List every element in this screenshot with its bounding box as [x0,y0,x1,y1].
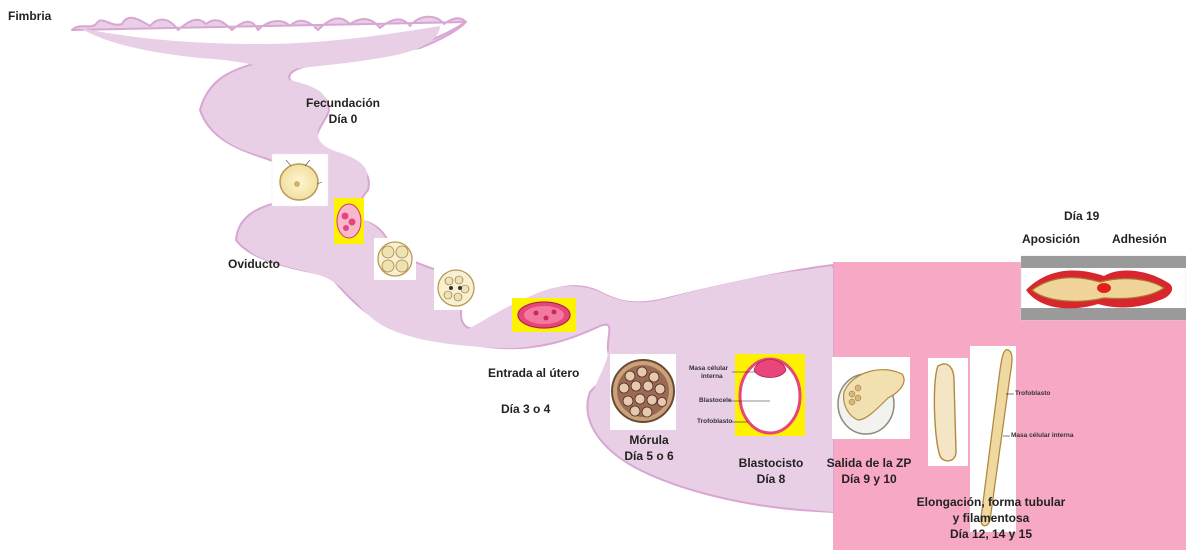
fecundacion-text: Fecundación [298,95,388,111]
apposition-adhesion-image [1021,256,1186,320]
salida-zp-text: Salida de la ZP [822,455,916,471]
blastocisto-label: Blastocisto Día 8 [734,455,808,487]
dia-9-10-text: Día 9 y 10 [822,471,916,487]
elong-masa-label: Masa célular interna [1011,432,1074,439]
oviducto-label: Oviducto [228,256,280,272]
compact-morula-image [512,298,576,332]
dia-19-label: Día 19 [1064,208,1099,224]
trofoblasto-label: Trofoblasto [697,418,732,425]
masa-celular-label-2: interna [701,373,723,380]
eight-cell-embryo-image [434,266,478,310]
two-cell-embryo-image [334,198,364,244]
adhesion-label: Adhesión [1112,231,1167,247]
elongacion-text-1: Elongación, forma tubular [906,494,1076,510]
fecundacion-label: Fecundación Día 0 [298,95,388,127]
blastocisto-text: Blastocisto [734,455,808,471]
aposicion-label: Aposición [1022,231,1080,247]
dia-0-text: Día 0 [298,111,388,127]
dia-5-6-text: Día 5 o 6 [612,448,686,464]
elongacion-text-2: y filamentosa [906,510,1076,526]
elongacion-label: Elongación, forma tubular y filamentosa … [906,494,1076,543]
dia-12-14-15-text: Día 12, 14 y 15 [906,526,1076,542]
morula-label: Mórula Día 5 o 6 [612,432,686,464]
blastocele-label: Blastocele [699,397,732,404]
morula-text: Mórula [612,432,686,448]
fimbria-label: Fimbria [8,8,51,24]
elong-trofoblasto-label: Trofoblasto [1015,390,1050,397]
salida-zp-label: Salida de la ZP Día 9 y 10 [822,455,916,487]
blastocyst-image [730,354,805,436]
dia-3-4-label: Día 3 o 4 [501,401,550,417]
morula-image [610,354,676,430]
hatching-blastocyst-image [832,357,910,439]
dia-8-text: Día 8 [734,471,808,487]
entrada-utero-label: Entrada al útero [488,365,579,381]
zygote-image [272,154,328,206]
four-cell-embryo-image [374,238,416,280]
masa-celular-label-1: Masa célular [689,365,728,372]
